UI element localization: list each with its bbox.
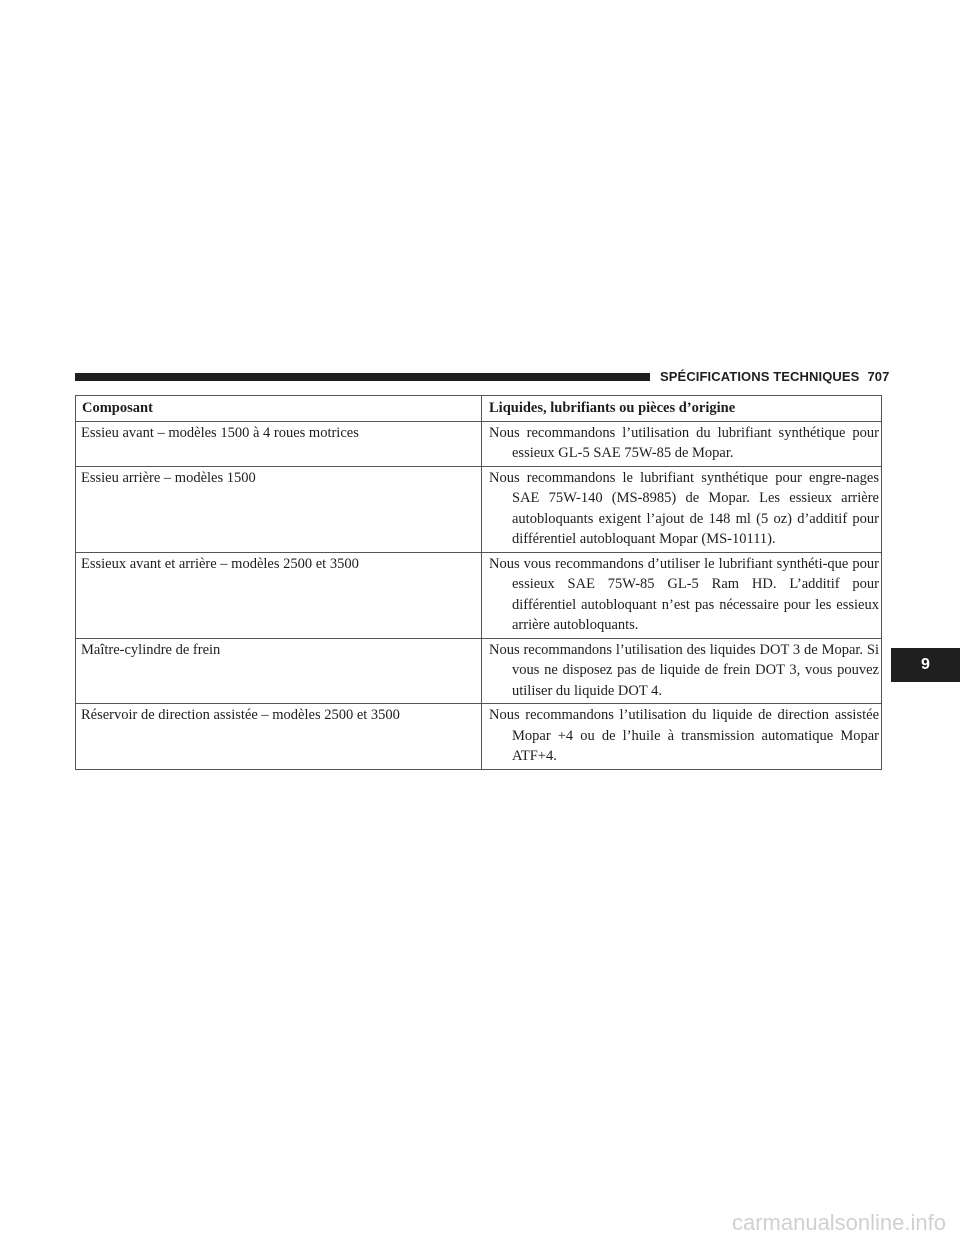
fluid-cell: Nous recommandons le lubrifiant synthéti…: [481, 465, 882, 553]
chapter-tab: 9: [891, 648, 960, 682]
fluid-cell: Nous recommandons l’utilisation du lubri…: [481, 420, 882, 467]
watermark: carmanualsonline.info: [731, 1210, 946, 1235]
component-cell: Essieux avant et arrière – modèles 2500 …: [75, 551, 482, 639]
fluid-cell: Nous recommandons l’utilisation des liqu…: [481, 637, 882, 704]
component-cell: Essieu avant – modèles 1500 à 4 roues mo…: [75, 420, 482, 467]
fluid-cell: Nous recommandons l’utilisation du liqui…: [481, 703, 882, 770]
header-rule: [75, 373, 650, 381]
table-header-row: Composant Liquides, lubrifiants ou pièce…: [75, 395, 882, 422]
table-row: Réservoir de direction assistée – modèle…: [75, 703, 882, 770]
running-header: SPÉCIFICATIONS TECHNIQUES 707: [660, 369, 889, 384]
component-cell: Réservoir de direction assistée – modèle…: [75, 703, 482, 770]
component-cell: Maître-cylindre de frein: [75, 637, 482, 704]
fluid-cell: Nous vous recommandons d’utiliser le lub…: [481, 551, 882, 639]
table-row: Essieu avant – modèles 1500 à 4 roues mo…: [75, 420, 882, 467]
table-row: Maître-cylindre de frein Nous recommando…: [75, 637, 882, 704]
table-row: Essieu arrière – modèles 1500 Nous recom…: [75, 465, 882, 553]
component-cell: Essieu arrière – modèles 1500: [75, 465, 482, 553]
section-title: SPÉCIFICATIONS TECHNIQUES: [660, 369, 860, 384]
table-row: Essieux avant et arrière – modèles 2500 …: [75, 551, 882, 639]
column-header-fluid: Liquides, lubrifiants ou pièces d’origin…: [481, 395, 882, 422]
page-number: 707: [867, 369, 890, 384]
column-header-component: Composant: [75, 395, 482, 422]
fluids-spec-table: Composant Liquides, lubrifiants ou pièce…: [75, 395, 882, 770]
